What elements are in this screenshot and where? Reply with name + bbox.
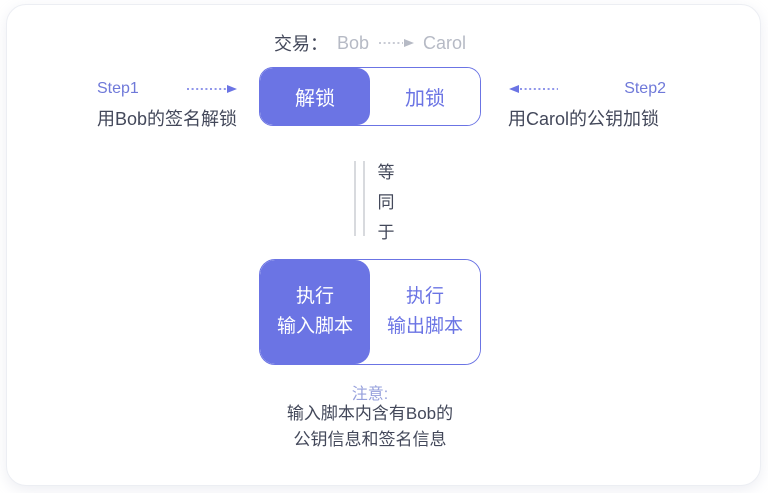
note-line: 输入脚本内含有Bob的 (286, 404, 454, 423)
output-script-line: 输出脚本 (386, 316, 463, 337)
input-script-line: 执行 (295, 286, 334, 307)
step1-label: Step1 (97, 80, 139, 97)
output-script-line: 执行 (405, 286, 444, 307)
equivalence-label: 等 同 于 (375, 158, 397, 248)
unlock-segment: 解锁 (260, 68, 370, 125)
step1-description: 用Bob的签名解锁 (97, 109, 238, 129)
step1-block: Step1 用Bob的签名解锁 (97, 79, 238, 131)
lock-segment: 加锁 (370, 68, 480, 125)
step1-header: Step1 (97, 79, 238, 99)
transaction-header: 交易： Bob Carol (0, 31, 740, 55)
script-box: 执行 输入脚本 执行 输出脚本 (259, 259, 481, 365)
step2-block: Step2 用Carol的公钥加锁 (508, 79, 666, 131)
lock-box: 解锁 加锁 (259, 67, 481, 126)
equivalence-char: 同 (377, 193, 395, 212)
unlock-label: 解锁 (295, 88, 335, 110)
dotted-arrow-right-icon (187, 85, 237, 93)
step2-header: Step2 (508, 79, 666, 99)
transaction-receiver: Carol (423, 32, 467, 53)
equivalence-char: 于 (377, 223, 395, 242)
input-script-segment: 执行 输入脚本 (260, 260, 370, 364)
equals-line (363, 161, 365, 236)
note-title: 注意: (351, 386, 389, 403)
transaction-label: 交易： (273, 34, 328, 54)
lock-label: 加锁 (405, 88, 445, 110)
step2-description: 用Carol的公钥加锁 (508, 109, 660, 129)
note-line: 公钥信息和签名信息 (293, 430, 447, 449)
note-text: 输入脚本内含有Bob的 公钥信息和签名信息 (0, 401, 740, 453)
output-script-segment: 执行 输出脚本 (370, 260, 480, 364)
dotted-arrow-left-icon (509, 85, 558, 93)
equivalence-char: 等 (377, 163, 395, 182)
dotted-arrow-right-icon (379, 39, 414, 47)
input-script-line: 输入脚本 (276, 316, 353, 337)
transaction-sender: Bob (336, 32, 369, 53)
equals-line (354, 161, 356, 236)
step2-label: Step2 (624, 80, 666, 97)
